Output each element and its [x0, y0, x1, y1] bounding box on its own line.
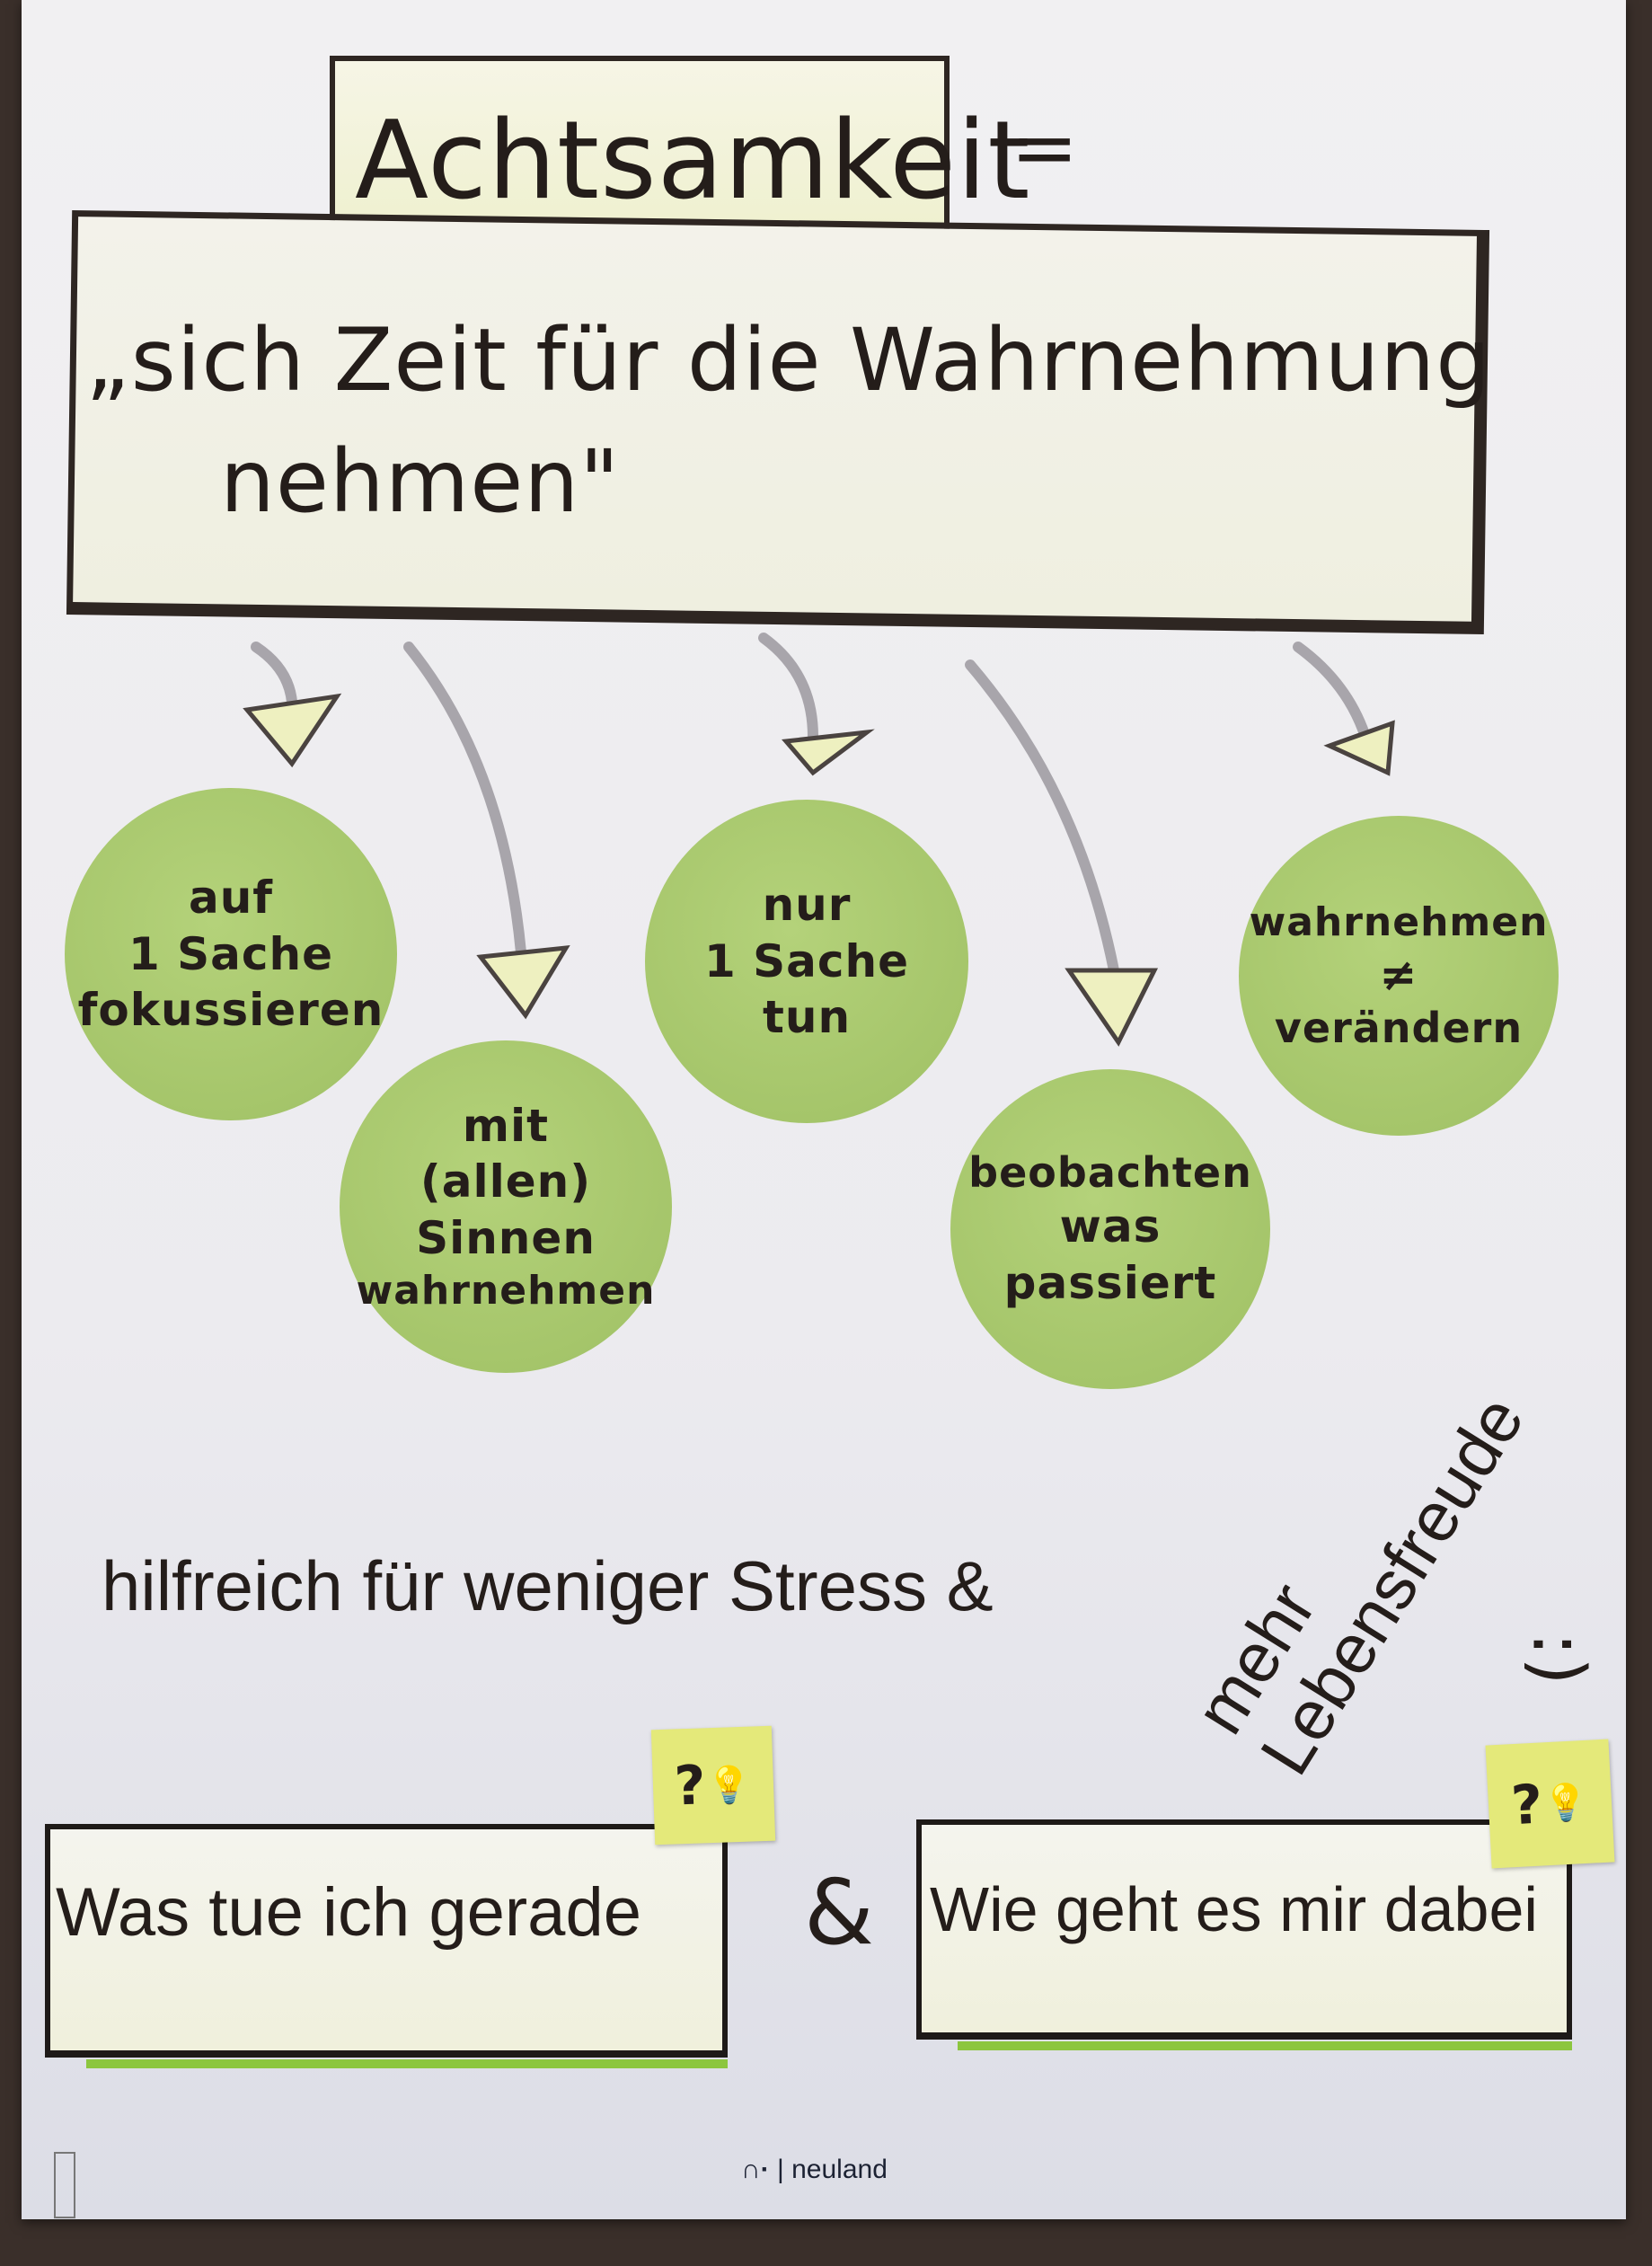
arrowhead-5 — [1323, 720, 1395, 776]
arrowhead-2 — [476, 944, 570, 1020]
circle-text: verändern — [1274, 1004, 1524, 1052]
circle-text: was — [1059, 1200, 1162, 1253]
brand-name: neuland — [791, 2155, 888, 2184]
brand-logo: ∩· | neuland — [741, 2155, 888, 2184]
arrowhead-3 — [782, 729, 875, 776]
circle-text: (allen) — [420, 1155, 592, 1208]
circle-text: ≠ — [1379, 948, 1418, 1001]
question-right: Wie geht es mir dabei — [930, 1874, 1538, 1944]
lightbulb-icon: 💡 — [705, 1764, 754, 1807]
question-left: Was tue ich gerade — [56, 1874, 641, 1951]
circle-text: beobachten — [968, 1147, 1252, 1197]
arrowhead-4 — [1065, 968, 1159, 1047]
circle-perceive: wahrnehmen ≠ verändern — [1239, 816, 1559, 1136]
neuland-icon: ∩· — [741, 2155, 770, 2184]
fsc-logo-icon — [54, 2152, 75, 2218]
circle-senses: mit (allen) Sinnen wahrnehmen — [340, 1040, 672, 1373]
circle-text: 1 Sache — [128, 927, 334, 980]
circle-text: nur — [762, 879, 852, 932]
circle-observe: beobachten was passiert — [950, 1069, 1270, 1389]
arrow-5 — [1293, 642, 1371, 742]
question-box-right — [916, 1819, 1572, 2050]
question-mark: ? — [673, 1754, 708, 1819]
sticky-note-left: ?💡 — [650, 1725, 776, 1846]
circle-text: Sinnen — [416, 1211, 596, 1264]
circle-text: wahrnehmen — [1249, 898, 1549, 945]
question-box-left — [45, 1824, 728, 2068]
circle-text: mit — [462, 1099, 550, 1152]
question-mark: ? — [1509, 1772, 1545, 1837]
arrowhead-1 — [243, 693, 342, 768]
ampersand: & — [804, 1860, 875, 1965]
circle-text: wahrnehmen — [356, 1268, 656, 1314]
circle-focus: auf 1 Sache fokussieren — [65, 788, 397, 1120]
circle-text: passiert — [1003, 1256, 1217, 1309]
arrow-4 — [965, 659, 1119, 976]
circle-text: fokussieren — [77, 984, 384, 1037]
sticky-note-right: ?💡 — [1485, 1739, 1615, 1869]
arrow-3 — [758, 633, 818, 742]
title: Achtsamkeit — [355, 99, 1031, 224]
circle-text: tun — [762, 991, 852, 1044]
arrow-2 — [403, 642, 526, 958]
definition-line-2: nehmen" — [220, 431, 621, 532]
benefit-text: hilfreich für weniger Stress & — [102, 1546, 994, 1625]
smiley: :) — [1516, 1632, 1601, 1686]
circle-text: 1 Sache — [703, 934, 910, 987]
circle-one-thing: nur 1 Sache tun — [645, 800, 968, 1123]
equals-sign: = — [1011, 101, 1080, 195]
definition-line-1: „sich Zeit für die Wahrnehmung — [85, 310, 1492, 411]
circle-text: auf — [188, 872, 274, 925]
lightbulb-icon: 💡 — [1542, 1781, 1590, 1826]
